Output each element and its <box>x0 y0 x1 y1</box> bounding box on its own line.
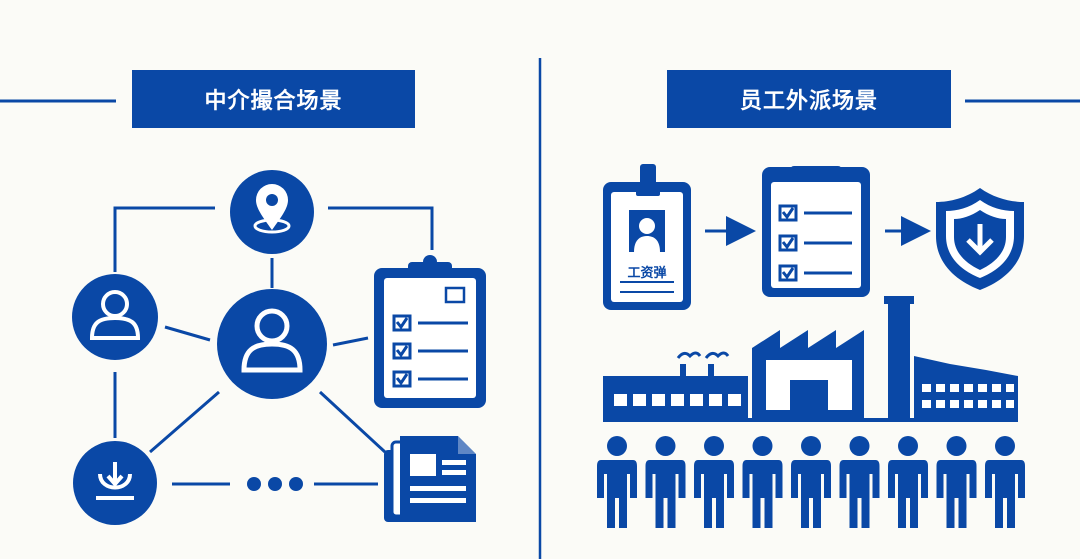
factory-icon <box>603 296 1018 422</box>
shield-check-icon <box>936 188 1024 290</box>
download-node <box>73 441 157 525</box>
user-node-left <box>72 274 158 360</box>
clipboard-checklist-icon <box>374 255 486 408</box>
location-icon <box>253 184 291 234</box>
worker-icon <box>888 436 928 528</box>
checklist-icon <box>762 166 870 297</box>
left-title-banner: 中介撮合场景 <box>132 70 415 128</box>
worker-icon <box>839 436 880 528</box>
download-icon <box>96 462 134 500</box>
left-title: 中介撮合场景 <box>204 89 343 114</box>
documents-icon <box>384 436 476 522</box>
worker-icon <box>645 436 686 528</box>
worker-icon <box>742 436 783 528</box>
ellipsis-icon <box>247 477 303 491</box>
worker-icon <box>791 436 831 528</box>
id-badge-icon <box>603 164 691 310</box>
location-node <box>230 170 314 254</box>
network-connectors <box>113 206 434 486</box>
right-title: 员工外派场景 <box>739 89 878 114</box>
worker-icon <box>936 436 977 528</box>
user-icon <box>241 308 303 373</box>
worker-icon <box>597 436 637 528</box>
user-icon <box>89 290 141 340</box>
badge-label: 工资弹 <box>627 266 667 281</box>
workers-row <box>597 436 1025 528</box>
worker-icon <box>694 436 734 528</box>
right-title-banner: 员工外派场景 <box>667 70 951 128</box>
worker-icon <box>985 436 1025 528</box>
user-node-center <box>217 289 327 399</box>
